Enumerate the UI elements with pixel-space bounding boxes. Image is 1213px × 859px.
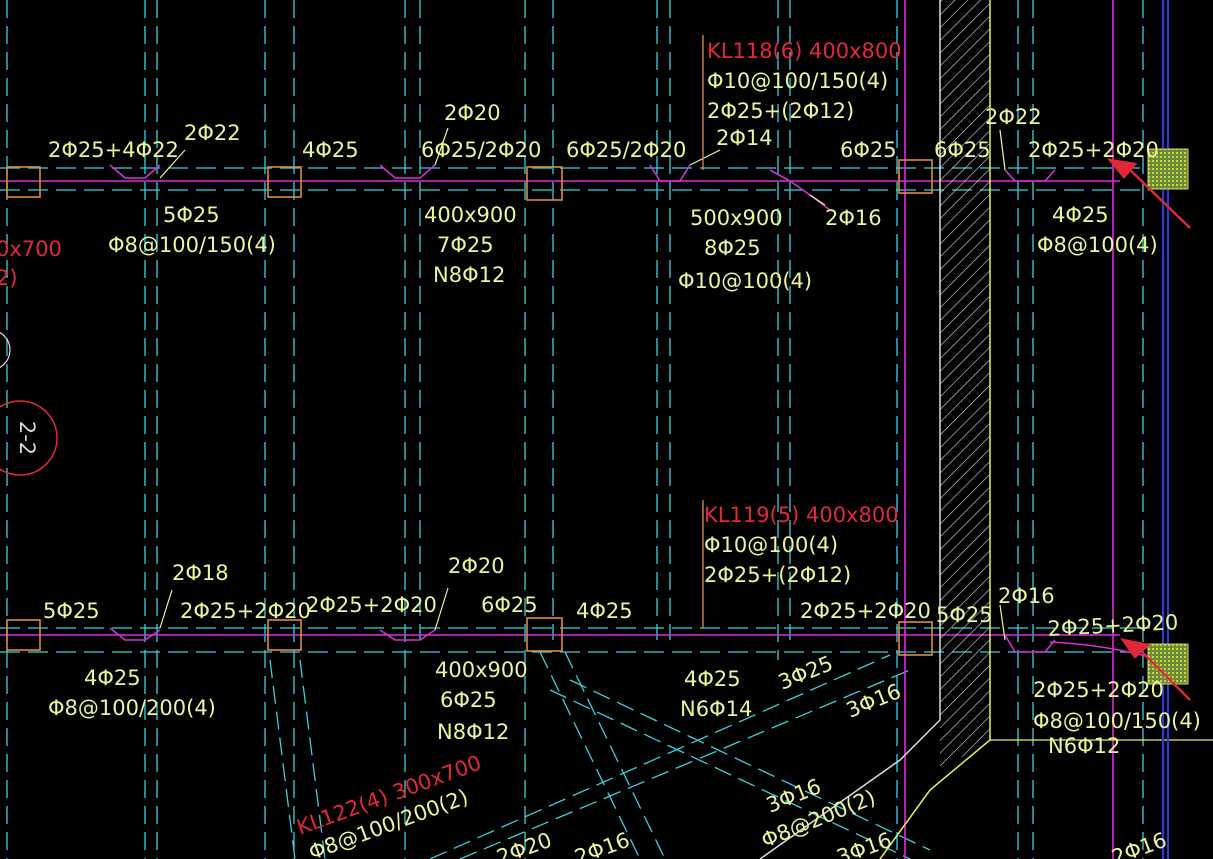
bottom-label: 3Φ16 [834, 828, 895, 859]
lower-rebar-label: 5Φ25 [936, 603, 993, 627]
section-marker-circle [0, 400, 58, 476]
upper-rebar-label: 6Φ25/2Φ20 [566, 138, 686, 162]
grid-lines-vertical [6, 0, 1144, 859]
span-label: Φ8@100/150(4) [108, 233, 276, 257]
lower-rebar-label: 6Φ25 [481, 593, 538, 617]
left-fragment: 0x700 2) 2-2 [0, 237, 62, 455]
span-label: 4Φ25 [84, 666, 141, 690]
concrete-wall [759, 0, 1213, 859]
span-label: 4Φ25 [684, 667, 741, 691]
upper-rebar-label: 6Φ25 [840, 138, 897, 162]
lower-rebar-label: 2Φ25+2Φ20 [180, 599, 311, 623]
kl118-stirrup: Φ10@100/150(4) [707, 69, 888, 93]
lower-rebar-label: 2Φ20 [448, 554, 505, 578]
span-label: Φ8@100/200(4) [48, 696, 216, 720]
upper-rebar-label: 2Φ25+4Φ22 [48, 138, 179, 162]
kl122-annotation: KL122(4) 300x700 Φ8@100/200(2) [294, 751, 485, 859]
left-mark-fragment: 0x700 [0, 237, 62, 261]
span-label: 7Φ25 [437, 233, 494, 257]
boundary-lines [1161, 0, 1170, 859]
lower-rebar-label: 2Φ25+2Φ20 [306, 593, 437, 617]
lower-rebar-label: 2Φ25+2Φ20 [800, 599, 931, 623]
lower-beam-annotations: 5Φ25 2Φ18 2Φ25+2Φ20 2Φ25+2Φ20 2Φ20 6Φ25 … [43, 503, 1201, 758]
upper-rebar-label: 2Φ22 [985, 105, 1042, 129]
upper-rebar-label: 2Φ14 [716, 126, 773, 150]
diagonal-beam-lines [269, 651, 931, 859]
section-marker-label: 2-2 [15, 421, 39, 455]
upper-rebar-label: 2Φ16 [825, 206, 882, 230]
span-label: Φ8@100(4) [1037, 233, 1158, 257]
span-label: 6Φ25 [440, 688, 497, 712]
partial-circle [0, 331, 11, 369]
span-label: N6Φ14 [680, 697, 752, 721]
lower-rebar-label: 2Φ25+2Φ20 [1047, 610, 1179, 641]
bottom-label: 2Φ16 [1109, 828, 1170, 859]
span-label: 4Φ25 [1052, 203, 1109, 227]
span-label: 400x900 [435, 658, 528, 682]
span-label: N8Φ12 [433, 263, 505, 287]
span-label: 2Φ25+2Φ20 [1033, 678, 1164, 702]
upper-rebar-label: 2Φ20 [444, 101, 501, 125]
bottom-cut-labels: 2Φ20 2Φ16 3Φ16 2Φ16 [494, 828, 1170, 859]
span-label: Φ10@100(4) [678, 269, 812, 293]
lower-rebar-label: 5Φ25 [43, 599, 100, 623]
span-label: N8Φ12 [437, 720, 509, 744]
upper-rebar-label: 6Φ25/2Φ20 [421, 138, 541, 162]
red-arrows [1106, 158, 1191, 701]
upper-beam-annotations: 2Φ25+4Φ22 2Φ22 4Φ25 2Φ20 6Φ25/2Φ20 6Φ25/… [48, 39, 1159, 293]
diagonal-label: 3Φ25 [775, 651, 836, 694]
bottom-label: 2Φ16 [572, 828, 633, 859]
lower-rebar-label: 4Φ25 [576, 599, 633, 623]
upper-rebar-label: 6Φ25 [934, 138, 991, 162]
left-sub-fragment: 2) [0, 266, 18, 290]
upper-rebar-label: 2Φ22 [184, 121, 241, 145]
lower-rebar-label: 2Φ16 [998, 584, 1055, 608]
span-label: 500x900 [690, 206, 783, 230]
span-label: 400x900 [424, 203, 517, 227]
kl119-bars: 2Φ25+(2Φ12) [704, 563, 851, 587]
lower-rebar-label: 2Φ18 [172, 561, 229, 585]
span-label: 5Φ25 [163, 203, 220, 227]
kl119-mark: KL119(5) 400x800 [704, 503, 899, 527]
upper-rebar-label: 4Φ25 [302, 138, 359, 162]
span-label: N6Φ12 [1048, 734, 1120, 758]
span-label: Φ8@100/150(4) [1033, 709, 1201, 733]
kl119-stirrup: Φ10@100(4) [704, 533, 838, 557]
span-label: 8Φ25 [704, 236, 761, 260]
leader-lines [159, 127, 1006, 641]
kl118-mark: KL118(6) 400x800 [707, 39, 902, 63]
upper-rebar-label: 2Φ25+2Φ20 [1028, 138, 1159, 162]
kl118-bars: 2Φ25+(2Φ12) [707, 99, 854, 123]
column-boxes [6, 159, 933, 656]
